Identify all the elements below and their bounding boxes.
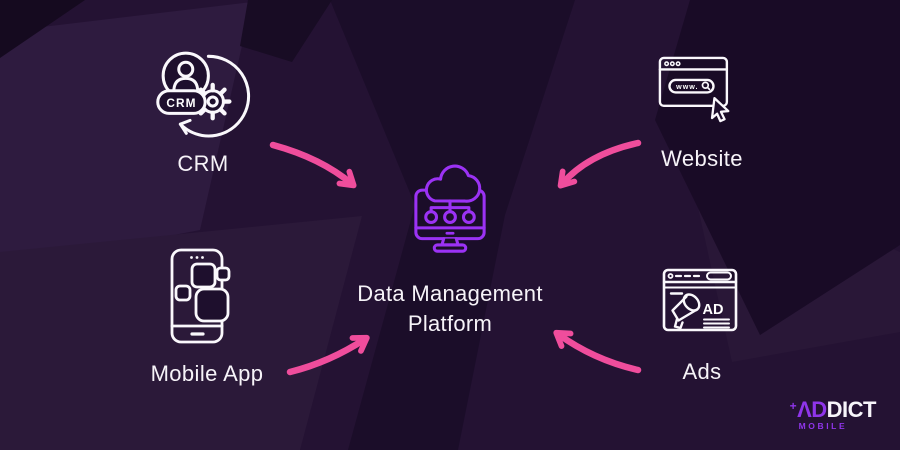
logo-text-white: DICT [826,396,877,422]
dmp-monitor-cloud-icon [414,164,486,253]
crm-badge-text: CRM [166,96,196,110]
website-search-text: www. [675,83,698,91]
brand-logo-wordmark: + ΛD DICT [789,396,877,422]
node-ads: AD Ads [612,268,792,383]
logo-tagline: MOBILE [798,420,848,431]
website-icon: www. [658,56,730,123]
ads-label: Ads [682,359,722,384]
node-website: www. Website [612,56,792,170]
crm-label: CRM [177,151,229,176]
website-label: Website [661,146,743,171]
node-mobile-app: Mobile App [112,248,302,385]
crm-icon: CRM [156,51,251,138]
mobile-app-label: Mobile App [150,361,264,386]
ads-icon: AD [662,268,738,332]
logo-plus-mark: + [789,398,797,413]
dmp-title-line1: Data Management [357,281,543,306]
center-node-dmp: Data Management Platform [330,156,570,339]
ads-badge-text: AD [703,302,724,318]
node-crm: CRM CRM [108,40,298,175]
logo-text-purple: ΛD [797,396,827,422]
brand-logo: + ΛD DICT MOBILE [789,396,877,431]
mobile-app-icon [170,248,231,344]
dmp-title-line2: Platform [407,311,493,336]
dmp-title: Data Management Platform [357,279,543,339]
